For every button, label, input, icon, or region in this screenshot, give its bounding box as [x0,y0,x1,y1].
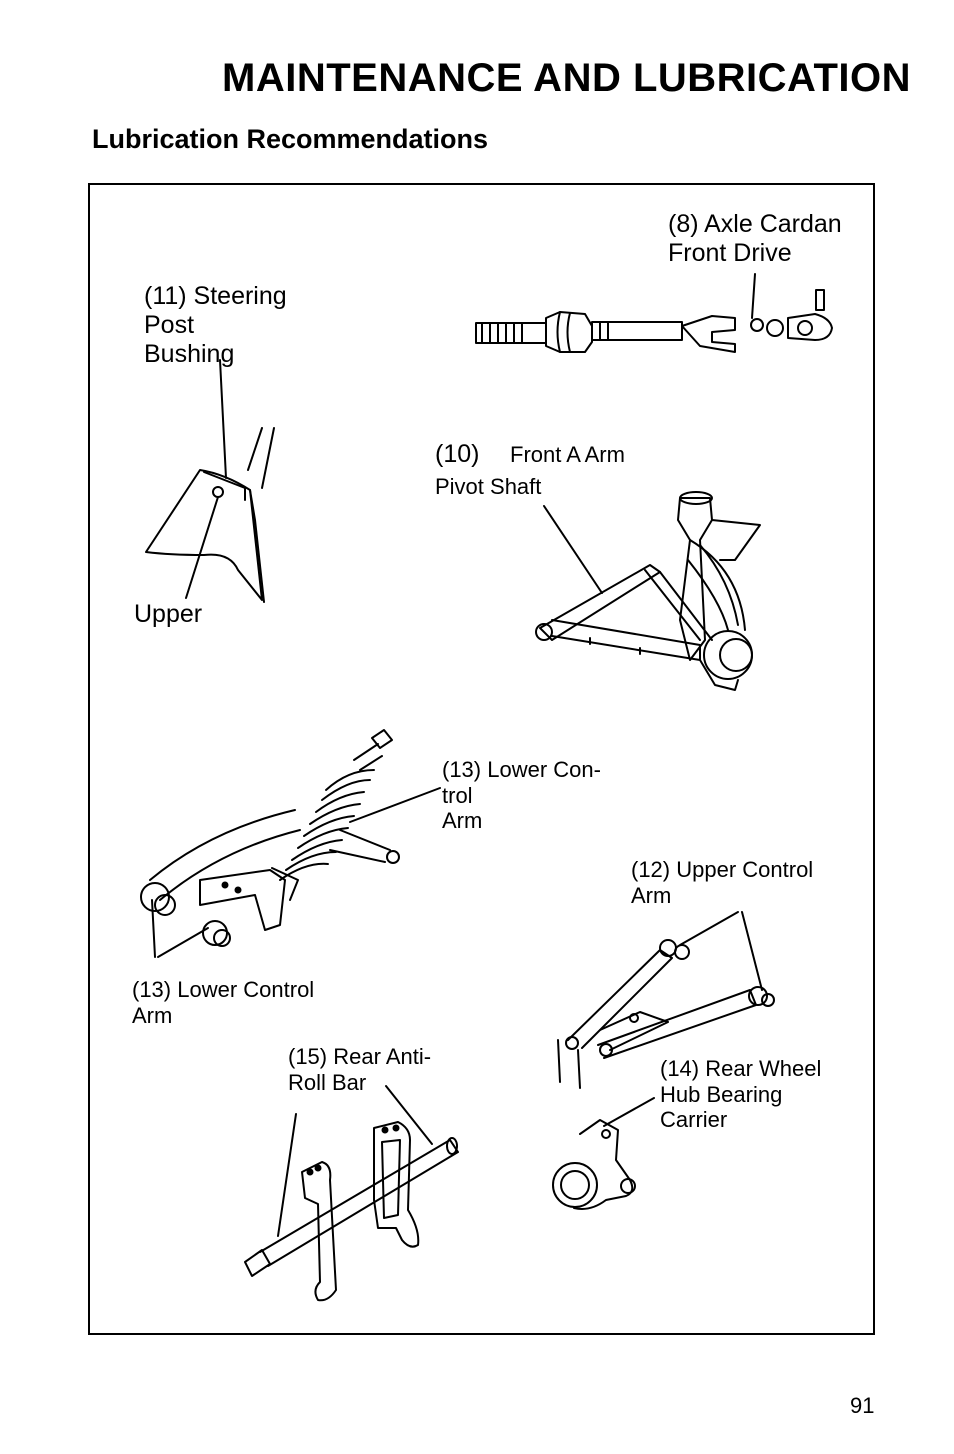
page-number: 91 [850,1393,875,1418]
front-a-arm-drawing [535,491,761,691]
upper-control-arm-drawing [557,911,775,1089]
section-title: Lubrication Recommendations [92,124,489,154]
label-lower-control-arm-left: (13) Lower Control Arm [132,977,315,1028]
page-title: MAINTENANCE AND LUBRICATION [222,56,912,100]
rear-anti-roll-bar-drawing [244,1085,459,1302]
label-upper-control-arm: (12) Upper Control Arm [631,857,814,908]
axle-cardan-drawing [475,273,833,353]
label-pivot-shaft: Pivot Shaft [435,474,542,499]
diagram-frame [88,183,875,1335]
steering-post-drawing [145,359,275,603]
label-lower-control-arm-top: (13) Lower Con- trol Arm [442,757,601,834]
label-upper: Upper [134,600,203,628]
rear-shock-lower-arm-drawing [140,729,441,958]
label-front-a-arm: Front A Arm [510,442,625,467]
label-front-a-arm-number: (10) [435,440,480,468]
label-steering-post: (11) Steering Post Bushing [144,282,287,368]
rear-wheel-hub-carrier-drawing [552,1097,655,1210]
label-rear-anti-roll-bar: (15) Rear Anti- Roll Bar [288,1044,432,1095]
label-rear-wheel-hub: (14) Rear Wheel Hub Bearing Carrier [660,1056,822,1133]
label-axle-cardan: (8) Axle Cardan Front Drive [668,210,842,267]
